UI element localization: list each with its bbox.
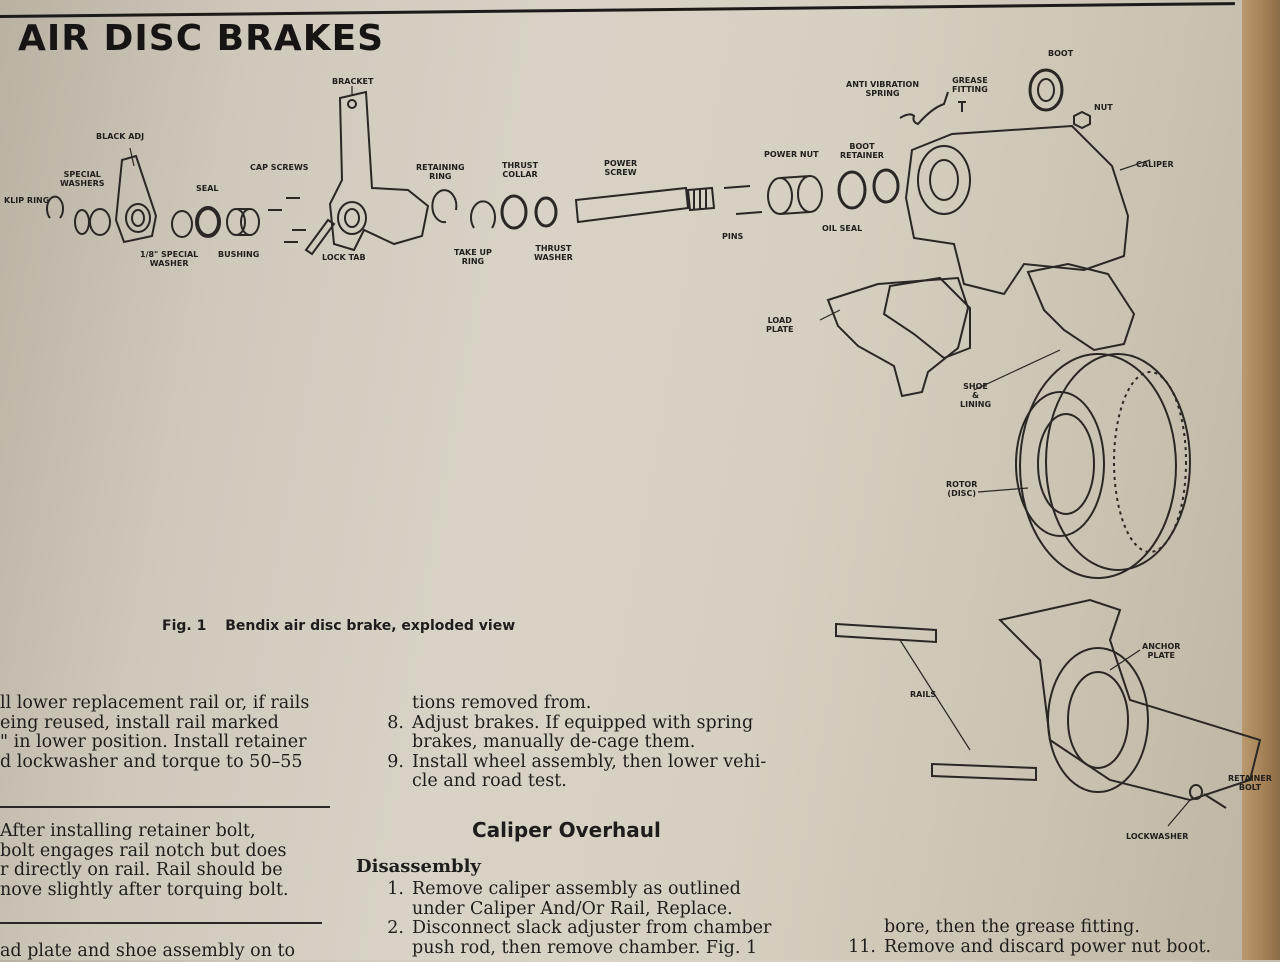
subheading-disassembly: Disassembly bbox=[356, 856, 481, 877]
oil-seal-part bbox=[837, 170, 867, 210]
boot-retainer-part bbox=[872, 168, 900, 204]
figure-caption: Fig. 1 Bendix air disc brake, exploded v… bbox=[162, 618, 515, 634]
step-9: 9.Install wheel assembly, then lower veh… bbox=[387, 751, 767, 791]
seal-part bbox=[195, 206, 221, 238]
label-special-washer-18: 1/8" SPECIAL WASHER bbox=[140, 250, 199, 268]
label-caliper: CALIPER bbox=[1136, 160, 1174, 169]
anchor-plate-part bbox=[998, 598, 1262, 802]
anti-vibration-spring-part bbox=[899, 91, 949, 126]
step-8: 8.Adjust brakes. If equipped with spring… bbox=[387, 712, 754, 752]
klip-ring-part bbox=[46, 195, 64, 219]
step-11: 11.Remove and discard power nut boot. bbox=[848, 936, 1212, 957]
label-boot-retainer: BOOT RETAINER bbox=[840, 142, 884, 160]
label-lockwasher: LOCKWASHER bbox=[1126, 832, 1189, 841]
label-cap-screws: CAP SCREWS bbox=[250, 163, 309, 172]
label-power-screw: POWER SCREW bbox=[604, 159, 638, 177]
label-nut: NUT bbox=[1094, 103, 1113, 112]
nut-part bbox=[1073, 110, 1091, 130]
thin-washer-part bbox=[171, 210, 193, 238]
shoe-lining-part bbox=[882, 262, 1136, 360]
middle-column: tions removed from. 8.Adjust brakes. If … bbox=[356, 693, 806, 792]
rotor-part bbox=[1015, 353, 1191, 579]
retaining-ring-part bbox=[431, 189, 458, 224]
right-continuation: bore, then the grease fitting. bbox=[884, 917, 1140, 937]
slack-adjuster-part bbox=[114, 154, 158, 244]
special-washer-part-2 bbox=[89, 208, 111, 236]
label-thrust-collar: THRUST COLLAR bbox=[502, 161, 539, 179]
load-plate-part bbox=[826, 276, 970, 398]
boot-part bbox=[1028, 68, 1064, 112]
lock-tab-part bbox=[304, 218, 336, 256]
left-line: eing reused, install rail marked bbox=[0, 712, 279, 733]
label-black-adj: BLACK ADJ bbox=[96, 132, 145, 141]
bushing-part bbox=[226, 208, 260, 236]
label-shoe-lining: SHOE & LINING bbox=[960, 382, 992, 409]
left-line: d lockwasher and torque to 50–55 bbox=[0, 751, 303, 772]
caption-text: Bendix air disc brake, exploded view bbox=[225, 618, 516, 634]
left-line: ll lower replacement rail or, if rails bbox=[0, 694, 310, 713]
continuation-line: tions removed from. bbox=[412, 693, 592, 713]
label-anti-vibration-spring: ANTI VIBRATION SPRING bbox=[846, 80, 920, 98]
leader-lines bbox=[129, 86, 1191, 827]
label-retainer-bolt: RETAINER BOLT bbox=[1228, 774, 1272, 792]
special-washer-part bbox=[74, 209, 90, 235]
retainer-bolt-part bbox=[1189, 784, 1227, 809]
take-up-ring-part bbox=[470, 200, 496, 229]
note-rule-bottom bbox=[0, 922, 322, 924]
label-boot: BOOT bbox=[1048, 49, 1074, 58]
page-edge bbox=[1242, 0, 1280, 960]
label-rails: RAILS bbox=[910, 690, 937, 699]
label-bracket: BRACKET bbox=[332, 77, 374, 86]
note-line: nove slightly after torquing bolt. bbox=[0, 879, 289, 900]
cap-screws-part bbox=[268, 197, 306, 243]
label-anchor-plate: ANCHOR PLATE bbox=[1142, 642, 1181, 660]
note-rule-top bbox=[0, 806, 330, 808]
label-special-washers: SPECIAL WASHERS bbox=[60, 170, 105, 188]
label-seal: SEAL bbox=[196, 184, 219, 193]
label-thrust-washer: THRUST WASHER bbox=[534, 244, 573, 262]
label-take-up-ring: TAKE UP RING bbox=[454, 248, 492, 266]
note-line: bolt engages rail notch but does bbox=[0, 840, 287, 861]
label-power-nut: POWER NUT bbox=[764, 150, 819, 159]
thrust-washer-part bbox=[534, 196, 558, 228]
rails-part bbox=[835, 622, 1037, 782]
label-lock-tab: LOCK TAB bbox=[322, 253, 366, 262]
label-bushing: BUSHING bbox=[218, 250, 260, 259]
label-grease-fitting: GREASE FITTING bbox=[952, 76, 988, 94]
pins-part bbox=[723, 185, 763, 215]
left-line: " in lower position. Install retainer bbox=[0, 732, 307, 752]
page-title: AIR DISC BRAKES bbox=[18, 18, 385, 59]
note-line: After installing retainer bolt, bbox=[0, 822, 256, 841]
left-last-line: ad plate and shoe assembly on to bbox=[0, 942, 296, 961]
note-block: After installing retainer bolt, bolt eng… bbox=[0, 822, 336, 900]
grease-fitting-part bbox=[958, 101, 966, 112]
label-klip-ring: KLIP RING bbox=[4, 196, 50, 205]
note-line: r directly on rail. Rail should be bbox=[0, 860, 283, 880]
label-retaining-ring: RETAINING RING bbox=[416, 163, 465, 181]
caliper-part bbox=[904, 124, 1130, 296]
left-column: ll lower replacement rail or, if rails e… bbox=[0, 694, 336, 772]
label-load-plate: LOAD PLATE bbox=[766, 316, 794, 334]
bracket-part bbox=[328, 90, 430, 252]
power-nut-part bbox=[767, 175, 823, 215]
disassembly-step-2: 2.Disconnect slack adjuster from chamber… bbox=[387, 918, 772, 958]
power-screw-part bbox=[574, 186, 716, 224]
left-last-line-block: ad plate and shoe assembly on to bbox=[0, 942, 336, 962]
caption-number: Fig. 1 bbox=[162, 618, 207, 634]
label-oil-seal: OIL SEAL bbox=[822, 224, 863, 233]
section-heading: Caliper Overhaul bbox=[472, 818, 661, 842]
label-pins: PINS bbox=[722, 232, 744, 241]
right-column: bore, then the grease fitting. 11.Remove… bbox=[832, 917, 1272, 957]
thrust-collar-part bbox=[500, 194, 528, 230]
label-rotor: ROTOR (DISC) bbox=[946, 480, 978, 498]
